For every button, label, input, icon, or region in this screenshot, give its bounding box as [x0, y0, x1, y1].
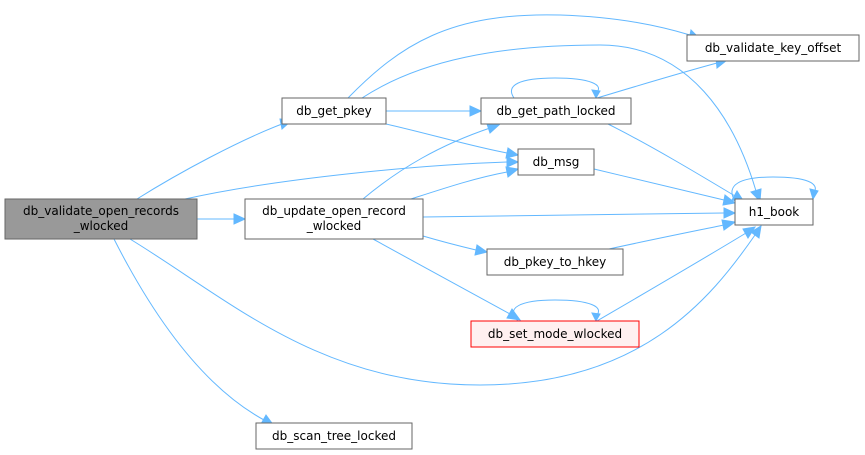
edge-root-to-update-open-record [197, 213, 247, 225]
edge-get-pkey-to-get-path [386, 105, 483, 117]
edge-pkey-to-hkey-to-h1-book [608, 219, 737, 250]
node-db-pkey-to-hkey[interactable]: db_pkey_to_hkey [486, 248, 624, 276]
node-label: db_scan_tree_locked [272, 429, 396, 443]
edge-root-to-scan-tree [113, 238, 276, 427]
node-label-line-1: db_validate_open_records [23, 204, 179, 218]
node-label: h1_book [749, 205, 800, 219]
edges [113, 14, 819, 427]
edge-set-mode-self-loop [512, 299, 601, 323]
edge-update-open-record-to-msg [410, 166, 520, 200]
node-label: db_msg [533, 155, 580, 169]
node-db-scan-tree-locked[interactable]: db_scan_tree_locked [255, 422, 413, 450]
node-db-update-open-record-wlocked[interactable]: db_update_open_record _wlocked [244, 198, 424, 240]
edge-get-path-self-loop [511, 77, 601, 100]
node-label-line-1: db_update_open_record [262, 204, 406, 218]
node-label: db_get_pkey [296, 104, 372, 118]
node-db-get-pkey[interactable]: db_get_pkey [281, 97, 387, 125]
node-label: db_set_mode_wlocked [488, 327, 622, 341]
edge-h1-book-self-loop [731, 176, 819, 202]
node-db-set-mode-wlocked[interactable]: db_set_mode_wlocked [470, 320, 640, 348]
edge-msg-to-h1-book [593, 168, 737, 206]
node-label: db_validate_key_offset [705, 41, 842, 55]
node-label-line-2: _wlocked [306, 219, 362, 233]
edge-root-to-msg [184, 156, 520, 200]
edge-get-pkey-to-msg [385, 123, 520, 159]
edge-get-pkey-to-h1-book [361, 44, 762, 203]
edge-get-path-to-validate-key-offset [596, 57, 729, 99]
node-label: db_get_path_locked [496, 104, 615, 118]
node-db-validate-key-offset[interactable]: db_validate_key_offset [686, 34, 860, 62]
node-db-msg[interactable]: db_msg [517, 148, 595, 176]
node-db-validate-open-records-wlocked[interactable]: db_validate_open_records _wlocked [4, 198, 198, 240]
node-h1-book[interactable]: h1_book [734, 198, 814, 226]
edge-root-to-h1-book [129, 225, 762, 386]
edge-get-pkey-to-validate-key-offset [347, 14, 702, 99]
nodes: db_validate_open_records _wlocked db_get… [4, 34, 860, 450]
edge-set-mode-to-h1-book [596, 226, 757, 322]
node-label-line-2: _wlocked [73, 219, 129, 233]
node-db-get-path-locked[interactable]: db_get_path_locked [480, 97, 632, 125]
edge-update-open-record-to-h1-book [422, 207, 737, 219]
edge-root-to-get-pkey [136, 118, 294, 200]
edge-get-path-to-h1-book [607, 123, 746, 203]
edge-update-open-record-to-pkey-to-hkey [422, 235, 489, 256]
node-label: db_pkey_to_hkey [504, 255, 607, 269]
